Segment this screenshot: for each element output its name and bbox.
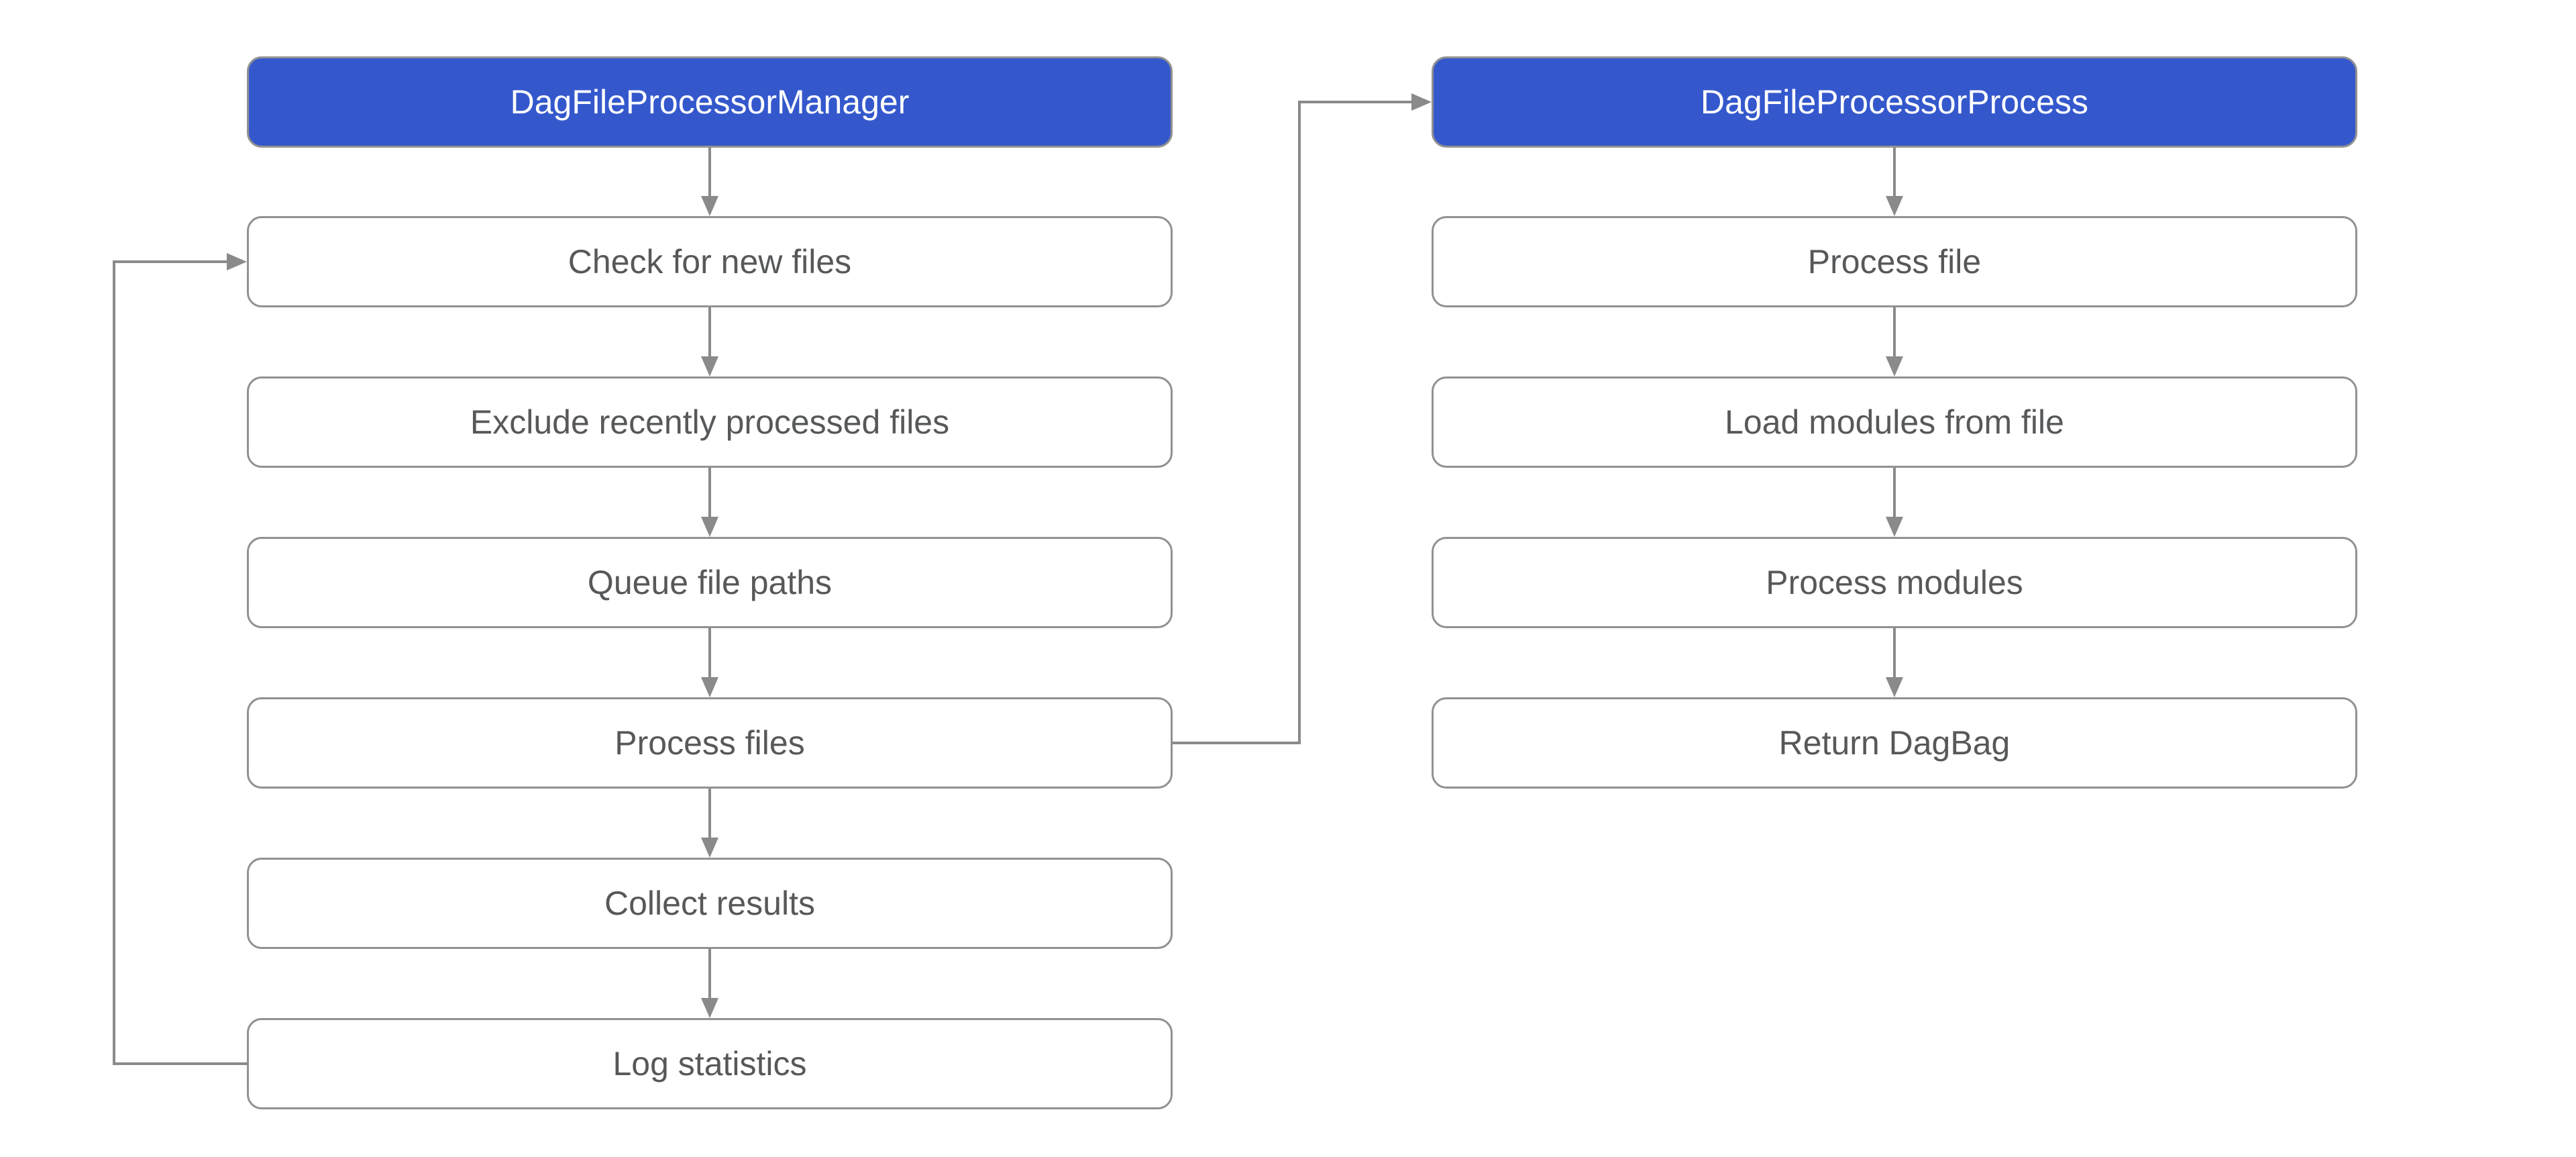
- node-log-statistics: Log statistics: [247, 1018, 1173, 1109]
- node-return-dagbag: Return DagBag: [1432, 697, 2357, 789]
- node-load-modules-from-file: Load modules from file: [1432, 376, 2357, 468]
- arrow-process-files-to-processor-process: [1173, 93, 1432, 744]
- node-check-for-new-files: Check for new files: [247, 216, 1173, 307]
- node-process-file: Process file: [1432, 216, 2357, 307]
- arrow-loop-log-to-check: [113, 253, 247, 1065]
- node-exclude-recently-processed-files: Exclude recently processed files: [247, 376, 1173, 468]
- node-dag-file-processor-manager: DagFileProcessorManager: [247, 56, 1173, 148]
- node-collect-results: Collect results: [247, 858, 1173, 949]
- node-process-files: Process files: [247, 697, 1173, 789]
- node-queue-file-paths: Queue file paths: [247, 537, 1173, 628]
- node-dag-file-processor-process: DagFileProcessorProcess: [1432, 56, 2357, 148]
- node-process-modules: Process modules: [1432, 537, 2357, 628]
